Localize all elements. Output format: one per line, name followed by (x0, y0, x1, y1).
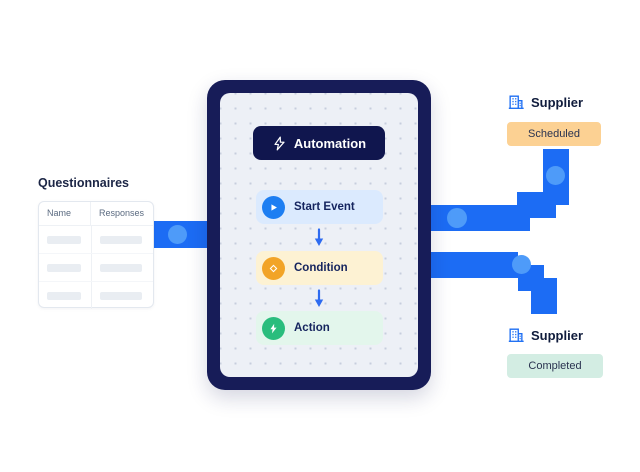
step-label: Start Event (294, 201, 355, 213)
status-badge-completed: Completed (507, 354, 603, 378)
placeholder-bar (100, 264, 142, 272)
step-action: Action (256, 311, 383, 345)
step-label: Action (294, 322, 330, 334)
building-icon (508, 328, 524, 342)
automation-panel: Automation Start Event Condition (220, 93, 418, 377)
condition-icon (262, 256, 285, 280)
questionnaires-table: Name Responses (38, 201, 154, 309)
building-icon (508, 95, 524, 109)
step-label: Condition (294, 262, 348, 274)
pipe-top-horizontal (428, 205, 530, 231)
pipe-dot (546, 166, 565, 185)
supplier-bottom: Supplier (507, 326, 583, 344)
flow-arrow-icon (314, 289, 324, 307)
automation-badge: Automation (253, 126, 385, 160)
supplier-top: Supplier (507, 93, 583, 111)
table-header-responses: Responses (99, 208, 145, 218)
pipe-bottom-vertical (531, 278, 557, 314)
placeholder-bar (47, 236, 81, 244)
placeholder-bar (47, 264, 81, 272)
pipe-bottom-horizontal (428, 252, 518, 278)
table-row (39, 282, 153, 309)
lightning-icon (262, 316, 285, 340)
lightning-icon (274, 136, 285, 150)
placeholder-bar (100, 236, 142, 244)
flow-arrow-icon (314, 228, 324, 246)
placeholder-bar (47, 292, 81, 300)
pipe-dot (447, 208, 467, 228)
automation-frame: Automation Start Event Condition (207, 80, 431, 390)
pipe-dot (512, 255, 531, 274)
pipe-top-step (517, 192, 530, 205)
pipe-dot (168, 225, 187, 244)
table-row (39, 226, 153, 254)
supplier-label: Supplier (531, 327, 584, 343)
step-start-event: Start Event (256, 190, 383, 224)
status-badge-scheduled: Scheduled (507, 122, 601, 146)
table-header-row: Name Responses (39, 202, 153, 226)
table-row (39, 254, 153, 282)
automation-badge-label: Automation (293, 135, 367, 151)
supplier-label: Supplier (531, 94, 584, 110)
placeholder-bar (100, 292, 142, 300)
table-header-name: Name (39, 202, 91, 225)
step-condition: Condition (256, 251, 383, 285)
play-icon (262, 195, 285, 219)
questionnaires-title: Questionnaires (38, 176, 129, 190)
